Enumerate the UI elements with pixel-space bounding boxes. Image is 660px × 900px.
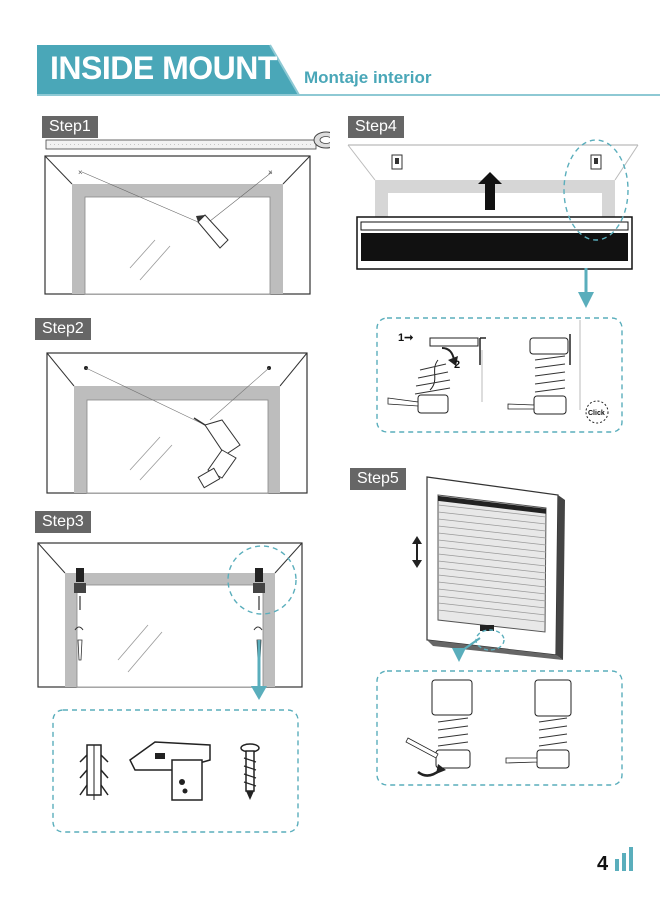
- step4-locked-mechanism-icon: [507, 320, 581, 415]
- up-arrow-icon: [478, 172, 502, 210]
- step1-window-frame: [72, 184, 283, 294]
- step2-window-frame: [74, 386, 280, 493]
- click-label: Click: [588, 410, 605, 417]
- mounting-bracket-icon: [129, 741, 211, 801]
- step3-illustration: [37, 542, 303, 833]
- page-title: INSIDE MOUNT: [50, 50, 277, 86]
- step5-illustration: [376, 476, 623, 786]
- bars-logo-icon: [615, 847, 633, 871]
- step5-pull-mechanism-icon: [405, 679, 473, 777]
- pencil-icon: [196, 214, 229, 249]
- step4-zoom-ellipse: [563, 139, 629, 241]
- step3-zoom-circle: [227, 545, 297, 615]
- svg-text:×: ×: [78, 168, 83, 177]
- step4-marker-1: 1➞: [398, 332, 414, 344]
- step4-illustration: 1➞ 2 Click: [347, 139, 639, 433]
- page-subtitle: Montaje interior: [304, 68, 432, 87]
- screw-icon: [240, 743, 260, 800]
- header-banner: [37, 45, 299, 95]
- step5-label: Step5: [350, 468, 406, 490]
- step4-marker-2: 2: [454, 359, 460, 371]
- step4-release-mechanism-icon: [387, 337, 486, 414]
- up-down-arrow-icon: [412, 536, 422, 568]
- header-graphics: [37, 44, 660, 96]
- drill-icon: [193, 417, 241, 489]
- left-bracket-icon: [74, 568, 86, 661]
- step5-callout: [376, 670, 623, 786]
- click-badge: [585, 400, 609, 424]
- step3-down-arrow-icon: [251, 686, 267, 700]
- step4-label: Step4: [348, 116, 404, 138]
- step5-closed-mechanism-icon: [505, 679, 572, 769]
- svg-text:×: ×: [268, 168, 273, 177]
- wall-anchor-icon: [79, 744, 109, 800]
- step1-illustration: × ×: [44, 131, 330, 295]
- step4-callout: [376, 317, 623, 433]
- step3-hardware-callout: [52, 709, 299, 833]
- step2-label: Step2: [35, 318, 91, 340]
- page-number: 4: [597, 853, 609, 875]
- step5-down-arrow-icon: [452, 648, 466, 662]
- tape-measure-icon: [45, 131, 330, 150]
- step2-illustration: [46, 352, 308, 494]
- step4-down-arrow-icon: [578, 292, 594, 308]
- step1-label: Step1: [42, 116, 98, 138]
- step3-label: Step3: [35, 511, 91, 533]
- step4-window-frame: [375, 180, 615, 217]
